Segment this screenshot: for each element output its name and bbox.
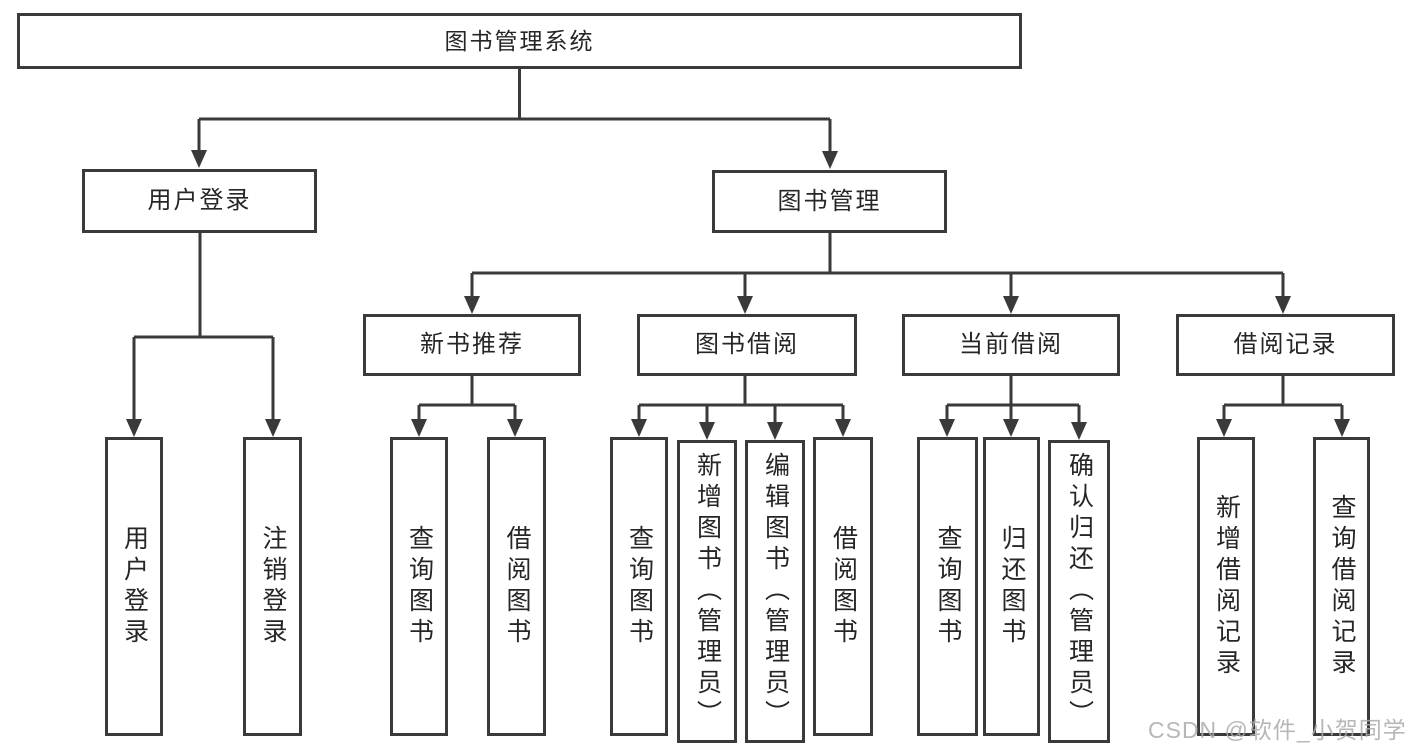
leaf-confirm-return-admin-label: 确认归还（管理员）	[1065, 452, 1094, 731]
arrowhead-icon	[464, 296, 480, 314]
connector-current-borrowing-children	[939, 376, 1087, 440]
leaf-logout-label: 注销登录	[259, 524, 287, 649]
arrowhead-icon	[699, 422, 715, 440]
arrowhead-icon	[1071, 422, 1087, 440]
watermark: CSDN @软件_小贺同学	[1148, 717, 1405, 743]
connector-book-management-sections	[464, 233, 1291, 314]
node-book-management-label: 图书管理	[777, 187, 882, 215]
node-new-book-recommendation-label: 新书推荐	[420, 331, 524, 358]
arrowhead-icon	[939, 419, 955, 437]
arrowhead-icon	[1275, 296, 1291, 314]
node-borrowing-records-label: 借阅记录	[1233, 331, 1338, 358]
leaf-return-books-label: 归还图书	[998, 524, 1026, 649]
arrowhead-icon	[411, 419, 427, 437]
node-user-login: 用户登录	[82, 169, 317, 233]
node-borrowing-records: 借阅记录	[1176, 314, 1395, 376]
arrowhead-icon	[1003, 419, 1019, 437]
leaf-add-borrow-record-label: 新增借阅记录	[1212, 493, 1241, 680]
arrowhead-icon	[507, 419, 523, 437]
leaf-query-borrow-record: 查询借阅记录	[1313, 437, 1370, 736]
connector-new-book-recommendation-children	[411, 376, 523, 437]
connector-book-borrowing-children	[631, 376, 851, 440]
leaf-confirm-return-admin: 确认归还（管理员）	[1048, 440, 1110, 743]
arrowhead-icon	[1003, 296, 1019, 314]
node-book-management: 图书管理	[712, 170, 947, 233]
arrowhead-icon	[126, 419, 142, 437]
leaf-edit-books-admin: 编辑图书（管理员）	[745, 440, 805, 743]
leaf-add-books-admin: 新增图书（管理员）	[677, 440, 737, 743]
leaf-query-books-recommendation-label: 查询图书	[405, 524, 434, 649]
arrowhead-icon	[191, 150, 207, 168]
arrowhead-icon	[1334, 419, 1350, 437]
node-root: 图书管理系统	[17, 13, 1022, 69]
leaf-query-borrow-record-label: 查询借阅记录	[1328, 493, 1356, 680]
arrowhead-icon	[631, 419, 647, 437]
leaf-borrow-books: 借阅图书	[813, 437, 873, 736]
leaf-user-login-label: 用户登录	[120, 524, 149, 649]
leaf-add-borrow-record: 新增借阅记录	[1197, 437, 1255, 736]
node-current-borrowing-label: 当前借阅	[959, 331, 1063, 358]
arrowhead-icon	[835, 419, 851, 437]
leaf-query-books-current: 查询图书	[917, 437, 978, 736]
leaf-return-books: 归还图书	[983, 437, 1040, 736]
node-root-label: 图书管理系统	[444, 27, 595, 54]
node-new-book-recommendation: 新书推荐	[363, 314, 581, 376]
leaf-query-books-borrowing-label: 查询图书	[625, 524, 654, 649]
leaf-borrow-books-label: 借阅图书	[829, 524, 858, 649]
leaf-borrow-books-recommendation: 借阅图书	[487, 437, 546, 736]
leaf-query-books-borrowing: 查询图书	[610, 437, 668, 736]
connector-borrowing-records-children	[1216, 376, 1350, 437]
node-book-borrowing: 图书借阅	[637, 314, 857, 376]
arrowhead-icon	[1216, 419, 1232, 437]
leaf-user-login: 用户登录	[105, 437, 163, 736]
leaf-logout: 注销登录	[243, 437, 302, 736]
arrowhead-icon	[767, 422, 783, 440]
connector-root-to-level2	[191, 69, 838, 169]
node-user-login-label: 用户登录	[147, 187, 252, 214]
leaf-borrow-books-recommendation-label: 借阅图书	[503, 524, 531, 649]
arrowhead-icon	[737, 296, 753, 314]
node-book-borrowing-label: 图书借阅	[695, 331, 799, 358]
arrowhead-icon	[265, 419, 281, 437]
node-current-borrowing: 当前借阅	[902, 314, 1120, 376]
arrowhead-icon	[822, 151, 838, 169]
leaf-query-books-recommendation: 查询图书	[390, 437, 448, 736]
connector-user-login-children	[126, 233, 281, 437]
leaf-edit-books-admin-label: 编辑图书（管理员）	[761, 452, 790, 731]
leaf-add-books-admin-label: 新增图书（管理员）	[693, 452, 722, 731]
leaf-query-books-current-label: 查询图书	[934, 524, 962, 649]
